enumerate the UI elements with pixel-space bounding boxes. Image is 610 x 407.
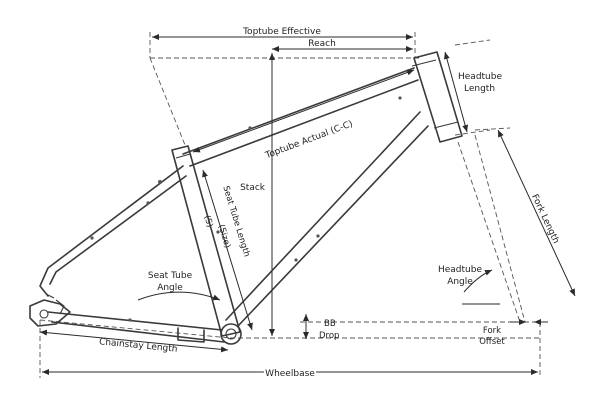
label-seat-tube-size: (Size): [216, 223, 233, 249]
measurement-lines: [39, 34, 576, 375]
label-headtube-angle-line1: Headtube: [438, 265, 482, 275]
label-chainstay-length: Chainstay Length: [99, 337, 178, 354]
label-toptube-effective: Toptube Effective: [242, 27, 321, 37]
label-fork-offset-line1: Fork: [483, 326, 501, 336]
label-headtube-length-line1: Headtube: [458, 72, 502, 82]
label-seat-tube-angle-line2: Angle: [157, 283, 183, 293]
label-wheelbase: Wheelbase: [265, 369, 315, 379]
seat-tube-decal: (S): [201, 214, 214, 228]
bike-frame: [29, 51, 463, 345]
labels: Toptube Effective Reach Headtube Length …: [99, 27, 561, 381]
label-headtube-angle-line2: Angle: [447, 277, 473, 287]
label-headtube-length-line2: Length: [464, 84, 495, 94]
label-fork-offset-line2: Offset: [479, 337, 505, 347]
label-fork-length: Fork Length: [529, 193, 561, 245]
label-stack: Stack: [240, 183, 266, 193]
label-bb-drop-line2: Drop: [319, 331, 339, 341]
label-reach: Reach: [308, 39, 336, 49]
label-bb-drop-line1: BB: [324, 319, 336, 329]
label-toptube-actual: Toptube Actual (C-C): [263, 119, 354, 161]
label-seat-tube-angle-line1: Seat Tube: [148, 271, 193, 281]
